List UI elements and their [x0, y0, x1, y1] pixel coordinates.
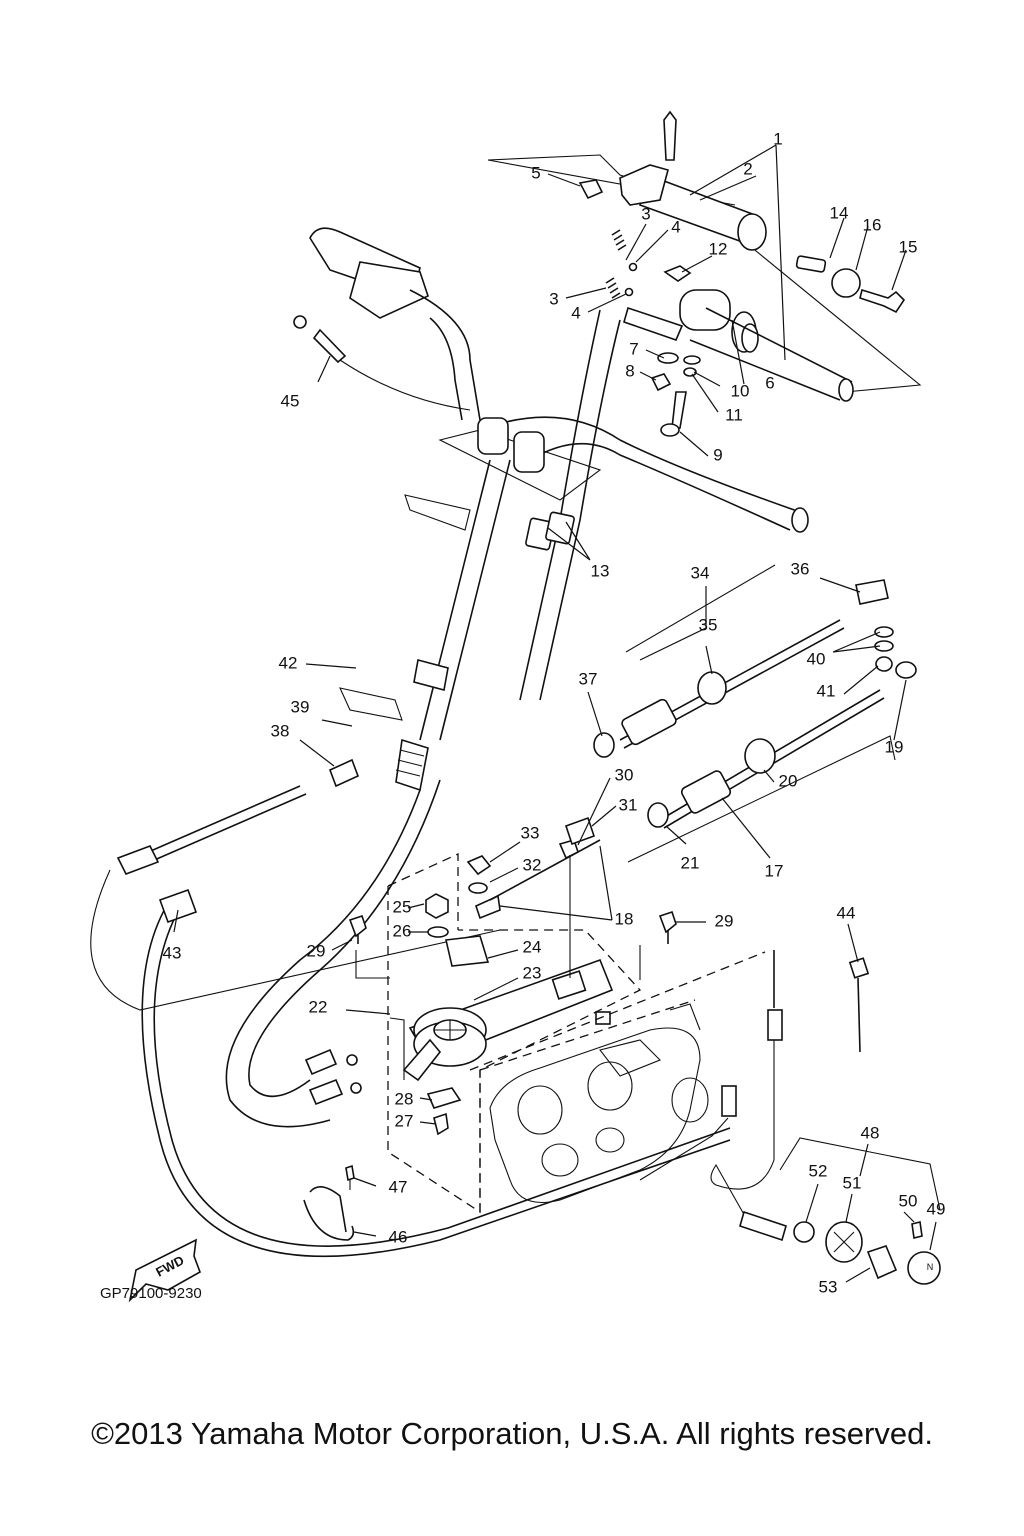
svg-text:N: N	[927, 1262, 934, 1272]
part-label: 13	[591, 561, 610, 580]
part-label: 35	[699, 615, 718, 634]
grip-assembly	[487, 110, 922, 437]
part-label: 22	[309, 997, 328, 1016]
part-label: 2	[743, 159, 752, 178]
part-label: 20	[779, 771, 798, 790]
choke-cable-assembly	[593, 564, 917, 863]
part-label: 52	[809, 1161, 828, 1180]
band-clamp	[303, 1164, 355, 1241]
part-label: 17	[765, 861, 784, 880]
carburetor-bracket-assembly	[348, 816, 696, 1214]
part-label: 31	[619, 795, 638, 814]
part-label: 30	[615, 765, 634, 784]
part-label: 26	[393, 921, 412, 940]
part-label: 24	[523, 937, 542, 956]
part-label: 51	[843, 1173, 862, 1192]
part-label: 48	[861, 1123, 880, 1142]
cable-routing	[90, 315, 731, 1258]
part-label: 4	[571, 303, 580, 322]
part-label: 25	[393, 897, 412, 916]
part-label: 29	[715, 911, 734, 930]
leader-lines	[173, 144, 937, 1283]
part-label: 16	[863, 215, 882, 234]
part-label: 9	[713, 445, 722, 464]
handlebar-assembly	[309, 227, 809, 792]
part-label: 33	[521, 823, 540, 842]
part-label: 3	[549, 289, 558, 308]
part-label: 29	[307, 941, 326, 960]
choke-knob-assembly: N	[639, 950, 941, 1285]
carburetor-body	[469, 951, 766, 1204]
part-label: 19	[885, 737, 904, 756]
part-label: 5	[531, 163, 540, 182]
diagram-code: GP79100-9230	[100, 1285, 202, 1302]
part-label: 44	[837, 903, 856, 922]
part-label: 7	[629, 339, 638, 358]
part-label: 36	[791, 559, 810, 578]
part-label: 21	[681, 853, 700, 872]
part-label: 41	[817, 681, 836, 700]
part-label: 15	[899, 237, 918, 256]
part-label: 18	[615, 909, 634, 928]
part-label: 49	[927, 1199, 946, 1218]
part-label: 37	[579, 669, 598, 688]
part-label: 4	[671, 217, 680, 236]
part-label: 1	[773, 129, 782, 148]
part-label: 39	[291, 697, 310, 716]
part-label: 47	[389, 1177, 408, 1196]
part-label: 32	[523, 855, 542, 874]
part-label: 40	[807, 649, 826, 668]
part-label: 10	[731, 381, 750, 400]
part-label: 53	[819, 1277, 838, 1296]
part-label: 45	[281, 391, 300, 410]
part-label: 8	[625, 361, 634, 380]
part-labels: 1233445678910111213141516171819202122232…	[163, 129, 946, 1296]
part-label: 6	[765, 373, 774, 392]
part-label: 50	[899, 1191, 918, 1210]
part-label: 11	[725, 405, 743, 424]
part-label: 43	[163, 943, 182, 962]
part-label: 14	[830, 203, 849, 222]
part-label: 3	[641, 204, 650, 223]
part-label: 42	[279, 653, 298, 672]
part-label: 12	[709, 239, 728, 258]
part-label: 34	[691, 563, 710, 582]
part-label: 23	[523, 963, 542, 982]
copyright-notice: ©2013 Yamaha Motor Corporation, U.S.A. A…	[91, 1416, 933, 1451]
part-label: 46	[389, 1227, 408, 1246]
part-label: 27	[395, 1111, 414, 1130]
part-label: 28	[395, 1089, 414, 1108]
part-label: 38	[271, 721, 290, 740]
